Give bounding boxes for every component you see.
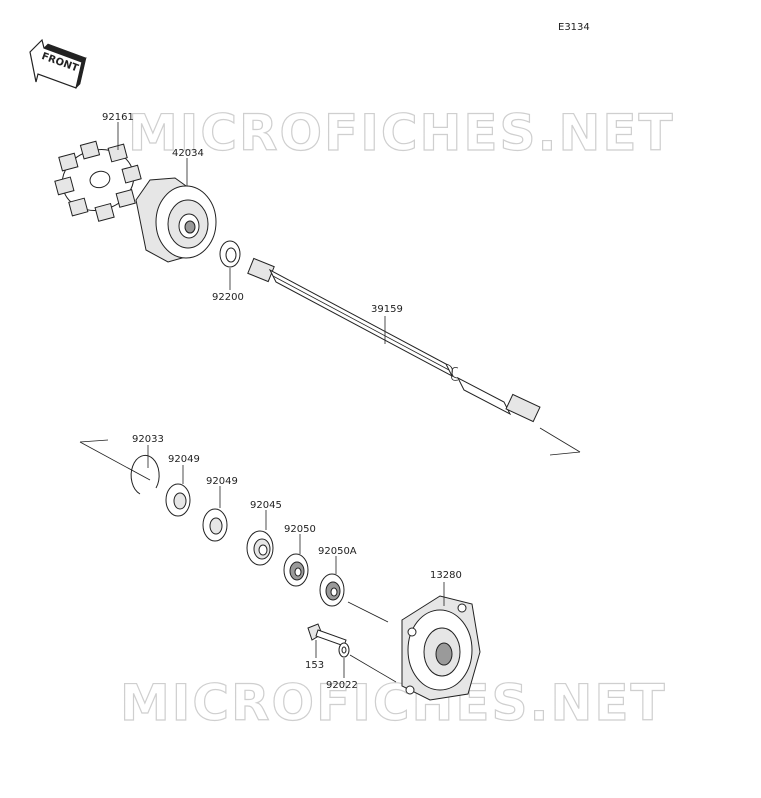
label-92050: 92050 bbox=[284, 524, 316, 535]
part-42034-impeller bbox=[135, 177, 217, 263]
part-92050A-seal bbox=[319, 573, 389, 623]
label-92049-1: 92049 bbox=[168, 454, 200, 465]
part-13280-housing bbox=[401, 595, 481, 701]
label-92049-2: 92049 bbox=[206, 476, 238, 487]
watermark-top: MICROFICHES.NET bbox=[128, 104, 675, 162]
label-92045: 92045 bbox=[250, 500, 282, 511]
part-92045-bearing bbox=[246, 530, 274, 566]
part-92161-rubber-coupler bbox=[54, 140, 142, 222]
label-13280: 13280 bbox=[430, 570, 462, 581]
part-92049-seal-1 bbox=[165, 483, 191, 517]
part-92200-washer bbox=[219, 240, 241, 268]
label-92022: 92022 bbox=[326, 680, 358, 691]
part-92022-washer bbox=[338, 642, 397, 683]
part-39159-shaft bbox=[247, 257, 581, 456]
part-92050-seal bbox=[283, 553, 309, 587]
part-92049-seal-2 bbox=[202, 508, 228, 542]
label-42034: 42034 bbox=[172, 148, 204, 159]
part-153-bolt bbox=[307, 623, 347, 647]
label-92050A: 92050A bbox=[318, 546, 357, 557]
label-92161: 92161 bbox=[102, 112, 134, 123]
label-92033: 92033 bbox=[132, 434, 164, 445]
diagram-code: E3134 bbox=[558, 22, 590, 33]
label-153: 153 bbox=[305, 660, 324, 671]
label-92200: 92200 bbox=[212, 292, 244, 303]
watermark-bottom: MICROFICHES.NET bbox=[120, 674, 667, 732]
part-92033-circlip bbox=[79, 439, 160, 495]
front-arrow-icon: FRONT bbox=[29, 38, 87, 89]
label-39159: 39159 bbox=[371, 304, 403, 315]
